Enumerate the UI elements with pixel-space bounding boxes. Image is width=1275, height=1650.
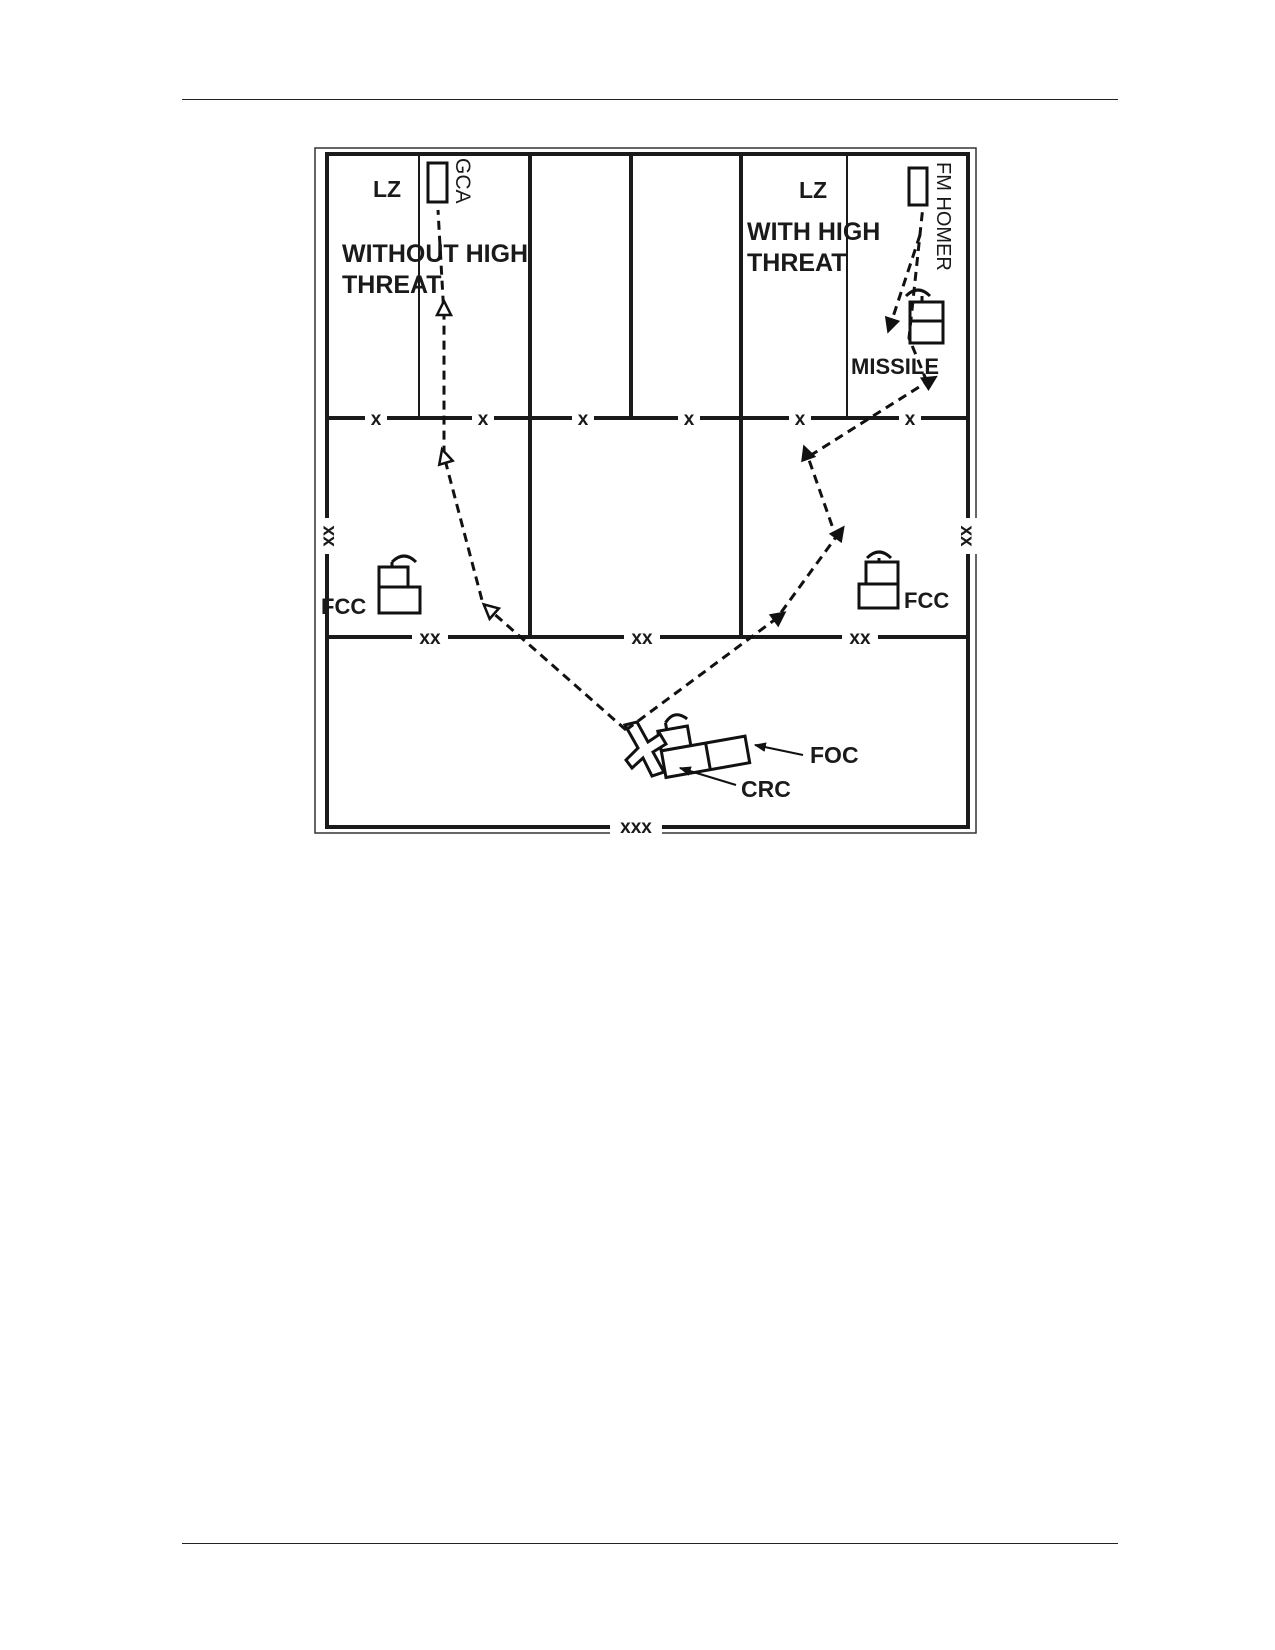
fcc-left-symbol xyxy=(377,554,422,615)
boundary-mark-x: x xyxy=(684,409,695,430)
foc-pointer xyxy=(753,742,804,756)
gca-label: GCA xyxy=(451,158,474,204)
fcc-left-label: FCC xyxy=(321,594,366,619)
boundary-mark-x: x xyxy=(578,409,589,430)
boundary-mark-xx: xx xyxy=(849,628,871,649)
fm-homer-label: FM HOMER xyxy=(932,162,954,271)
route-without-high-threat xyxy=(434,209,627,732)
company-boundary-marks: x x x x x x xyxy=(365,408,921,430)
without-threat-label: THREAT xyxy=(342,271,442,299)
lz-right-label: LZ xyxy=(799,177,827,203)
lz-left-label: LZ xyxy=(373,176,401,202)
without-high-label: WITHOUT HIGH xyxy=(342,240,528,268)
crc-label: CRC xyxy=(741,776,791,802)
with-high-label: WITH HIGH xyxy=(747,218,880,246)
boundary-mark-xx: xx xyxy=(631,628,653,649)
lz-left-symbol xyxy=(426,161,449,204)
fcc-right-label: FCC xyxy=(904,588,949,613)
boundary-mark-xx: xx xyxy=(419,628,441,649)
boundary-mark-x: x xyxy=(371,409,382,430)
boundary-mark-xxx: xxx xyxy=(620,817,652,838)
header-rule xyxy=(182,99,1118,100)
route-with-high-threat xyxy=(625,205,938,732)
crc-symbol xyxy=(622,720,669,778)
crc-pointer xyxy=(678,766,737,786)
battalion-boundary-marks: xx xx xx xx xx xyxy=(316,518,979,649)
boundary-mark-xx: xx xyxy=(956,525,977,547)
lz-right-symbol xyxy=(907,166,929,207)
with-threat-label: THREAT xyxy=(747,249,847,277)
boundary-mark-x: x xyxy=(478,409,489,430)
fcc-right-symbol xyxy=(857,550,900,610)
boundary-mark-x: x xyxy=(795,409,806,430)
foc-label: FOC xyxy=(810,742,859,768)
boundary-mark-xx: xx xyxy=(318,525,339,547)
figure-frame xyxy=(314,147,977,834)
footer-rule xyxy=(182,1543,1118,1544)
boundary-mark-x: x xyxy=(905,409,916,430)
